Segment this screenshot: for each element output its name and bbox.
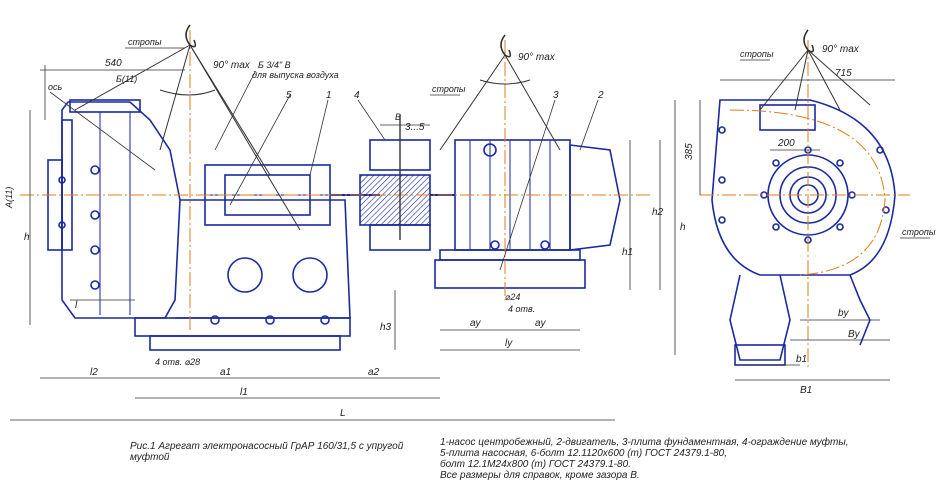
- dim-b1: b1: [796, 354, 807, 365]
- dim-a2: a2: [368, 367, 380, 378]
- dim-holes-4: 4 отв.: [508, 304, 535, 314]
- dim-h2: h2: [652, 207, 664, 218]
- figure-notes: 1-насос центробежный, 2-двигатель, 3-пли…: [440, 437, 849, 481]
- axis-label: ось: [48, 82, 63, 92]
- dim-holes-28: 4 отв. ⌀28: [155, 357, 200, 367]
- note-line: Все размеры для справок, кроме зазора B.: [440, 470, 640, 481]
- port-b: Б(11): [116, 74, 137, 84]
- note-line: 1-насос центробежный, 2-двигатель, 3-пли…: [440, 437, 849, 448]
- callout-motor: 2: [597, 90, 604, 101]
- center-lines: [20, 30, 910, 370]
- sling-label-2: стропы: [432, 84, 466, 94]
- dim-540: 540: [105, 58, 122, 69]
- callout-pump: 1: [326, 90, 332, 101]
- angle-label-2: 90° max: [518, 52, 556, 63]
- sling-label-4: стропы: [902, 227, 936, 237]
- dim-h1: h1: [622, 247, 633, 258]
- sling-label-3: стропы: [740, 49, 774, 59]
- dim-a1: a1: [220, 367, 231, 378]
- callout-leaders: [49, 47, 930, 271]
- angle-label-3: 90° max: [822, 44, 860, 55]
- gauge-note-2: для выпуска воздуха: [252, 70, 339, 80]
- motor-assembly: [430, 139, 621, 289]
- dim-l: l: [75, 300, 78, 311]
- dim-By: By: [848, 329, 861, 340]
- angle-label-1: 90° max: [213, 60, 251, 71]
- dimension-lines: [10, 65, 895, 421]
- gauge-note-1: Б 3/4" В: [258, 60, 291, 70]
- callout-base-frame: 3: [553, 90, 559, 101]
- dim-l2: l2: [90, 367, 98, 378]
- dim-B1: B1: [800, 385, 812, 396]
- figure-caption: Рис.1 Агрегат электронасосный ГрАР 160/3…: [130, 441, 404, 463]
- pump-front-view: [711, 99, 896, 366]
- dim-h-right: h: [680, 222, 686, 233]
- pump-assembly: [47, 99, 431, 351]
- dim-ay-2: ay: [535, 318, 547, 329]
- dim-ly: ly: [505, 338, 513, 349]
- callout-guard: 4: [354, 90, 360, 101]
- note-line: 5-плита насосная, 6-болт 12.1120х600 (m)…: [440, 448, 728, 459]
- dim-l1: l1: [240, 387, 248, 398]
- note-line: болт 12.1М24х800 (m) ГОСТ 24379.1-80.: [440, 459, 631, 470]
- gap-label: 3...5: [405, 122, 425, 133]
- dim-385: 385: [684, 143, 695, 160]
- dim-h: h: [24, 232, 30, 243]
- sling-label-1: стропы: [128, 37, 162, 47]
- dim-h3: h3: [380, 322, 392, 333]
- dim-715: 715: [835, 68, 852, 79]
- dim-L: L: [340, 408, 346, 419]
- dim-hole-24: ⌀24: [505, 292, 520, 302]
- dim-200: 200: [777, 138, 795, 149]
- gap-letter: B: [395, 112, 401, 122]
- dim-ay-1: ay: [470, 318, 482, 329]
- port-a: А(11): [4, 187, 14, 209]
- lifting-slings: [74, 24, 871, 231]
- callout-pump-plate: 5: [286, 90, 292, 101]
- dim-by: by: [838, 308, 850, 319]
